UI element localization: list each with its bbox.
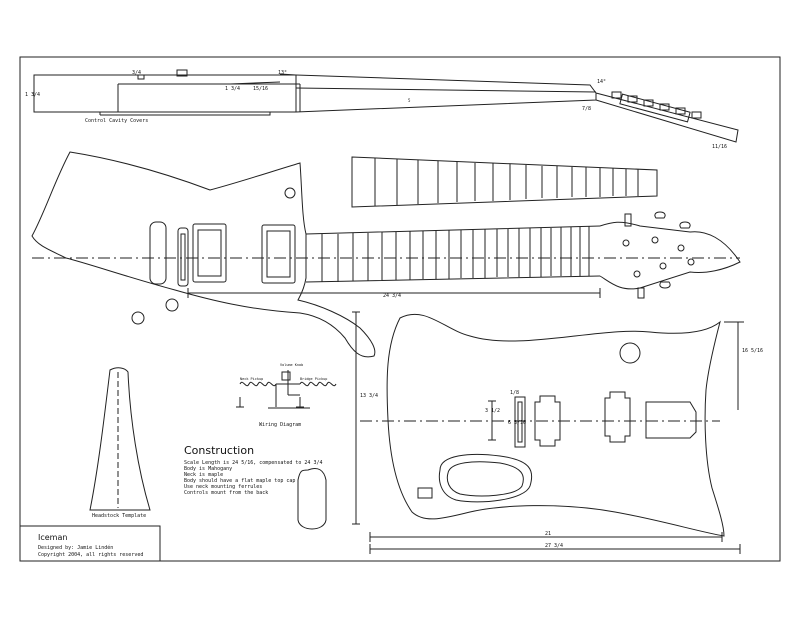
dim-label: 1 3/4 xyxy=(225,86,240,92)
construction-heading: Construction xyxy=(184,444,254,457)
template-outline xyxy=(386,313,725,537)
construction-note: Body should have a flat maple top cap xyxy=(184,478,295,484)
title-block xyxy=(19,525,161,562)
dim-label: 11/16 xyxy=(712,144,727,150)
dim-label: 13° xyxy=(278,70,287,76)
headstock-outline xyxy=(599,221,741,290)
dim-label: 5 xyxy=(408,98,411,103)
dim-label: 27 3/4 xyxy=(545,543,563,549)
copyright-text: Copyright 2004, all rights reserved xyxy=(38,552,143,558)
neck-pickup xyxy=(261,224,296,284)
bridge-pickup-label: Bridge Pickup xyxy=(300,377,327,381)
wiring-label: Wiring Diagram xyxy=(259,422,301,428)
construction-note: Controls mount from the back xyxy=(184,490,268,496)
construction-notes: Scale Length is 24 5/16, compensated to … xyxy=(184,460,322,496)
side-view xyxy=(33,69,739,143)
fingerboard-outline xyxy=(351,156,658,208)
tuners-top xyxy=(622,211,695,299)
dim-label: 1 3/4 xyxy=(25,92,40,98)
construction-note: Body is Mahogany xyxy=(184,466,232,472)
dim-label: 7/8 xyxy=(582,106,591,112)
control-cavity-label: Control Cavity Covers xyxy=(85,118,148,124)
dim-label: 1/8 xyxy=(510,390,519,396)
volume-knob xyxy=(284,187,296,199)
tone-knob-2 xyxy=(131,311,145,325)
bridge-pickup xyxy=(192,223,227,283)
control-cavity xyxy=(438,453,533,503)
bridge xyxy=(177,227,189,287)
tailpiece xyxy=(149,221,167,285)
dim-label: 21 xyxy=(545,531,551,537)
headstock-template xyxy=(89,367,151,511)
fingerboard-top xyxy=(351,156,658,208)
dim-label: 24 3/4 xyxy=(383,293,401,299)
construction-note: Neck is maple xyxy=(184,472,223,478)
tuner-posts-side xyxy=(611,91,702,123)
dim-label: 15/16 xyxy=(253,86,268,92)
dim-label: 13 3/4 xyxy=(360,393,378,399)
side-view-body xyxy=(33,74,297,113)
title-text: Iceman xyxy=(38,533,67,542)
dim-label: 3/4 xyxy=(132,70,141,76)
dim-label: 6 3/16 xyxy=(508,420,526,426)
cavity-cover xyxy=(297,467,327,530)
designer-text: Designed by: Jamie Lindén xyxy=(38,544,113,551)
dim-label: 14° xyxy=(597,79,606,85)
body-outline xyxy=(31,151,376,358)
construction-note: Scale Length is 24 5/16, compensated to … xyxy=(184,460,322,466)
tone-knob-1 xyxy=(165,298,179,312)
drawing-border xyxy=(19,56,781,562)
neck-pickup-label: Neck Pickup xyxy=(240,377,263,381)
dimension-labels: 1 3/4 3/4 1 3/4 15/16 13° 14° 5 7/8 11/1… xyxy=(25,70,763,549)
construction-note: Use neck mounting ferrules xyxy=(184,484,262,490)
body-top-view xyxy=(31,151,741,358)
dim-label: 3 1/2 xyxy=(485,408,500,414)
dim-label: 16 5/16 xyxy=(742,348,763,354)
wiring-diagram xyxy=(236,370,337,409)
volume-label: Volume Knob xyxy=(280,363,303,367)
headstock-template-label: Headstock Template xyxy=(92,513,146,519)
body-template xyxy=(352,311,744,554)
